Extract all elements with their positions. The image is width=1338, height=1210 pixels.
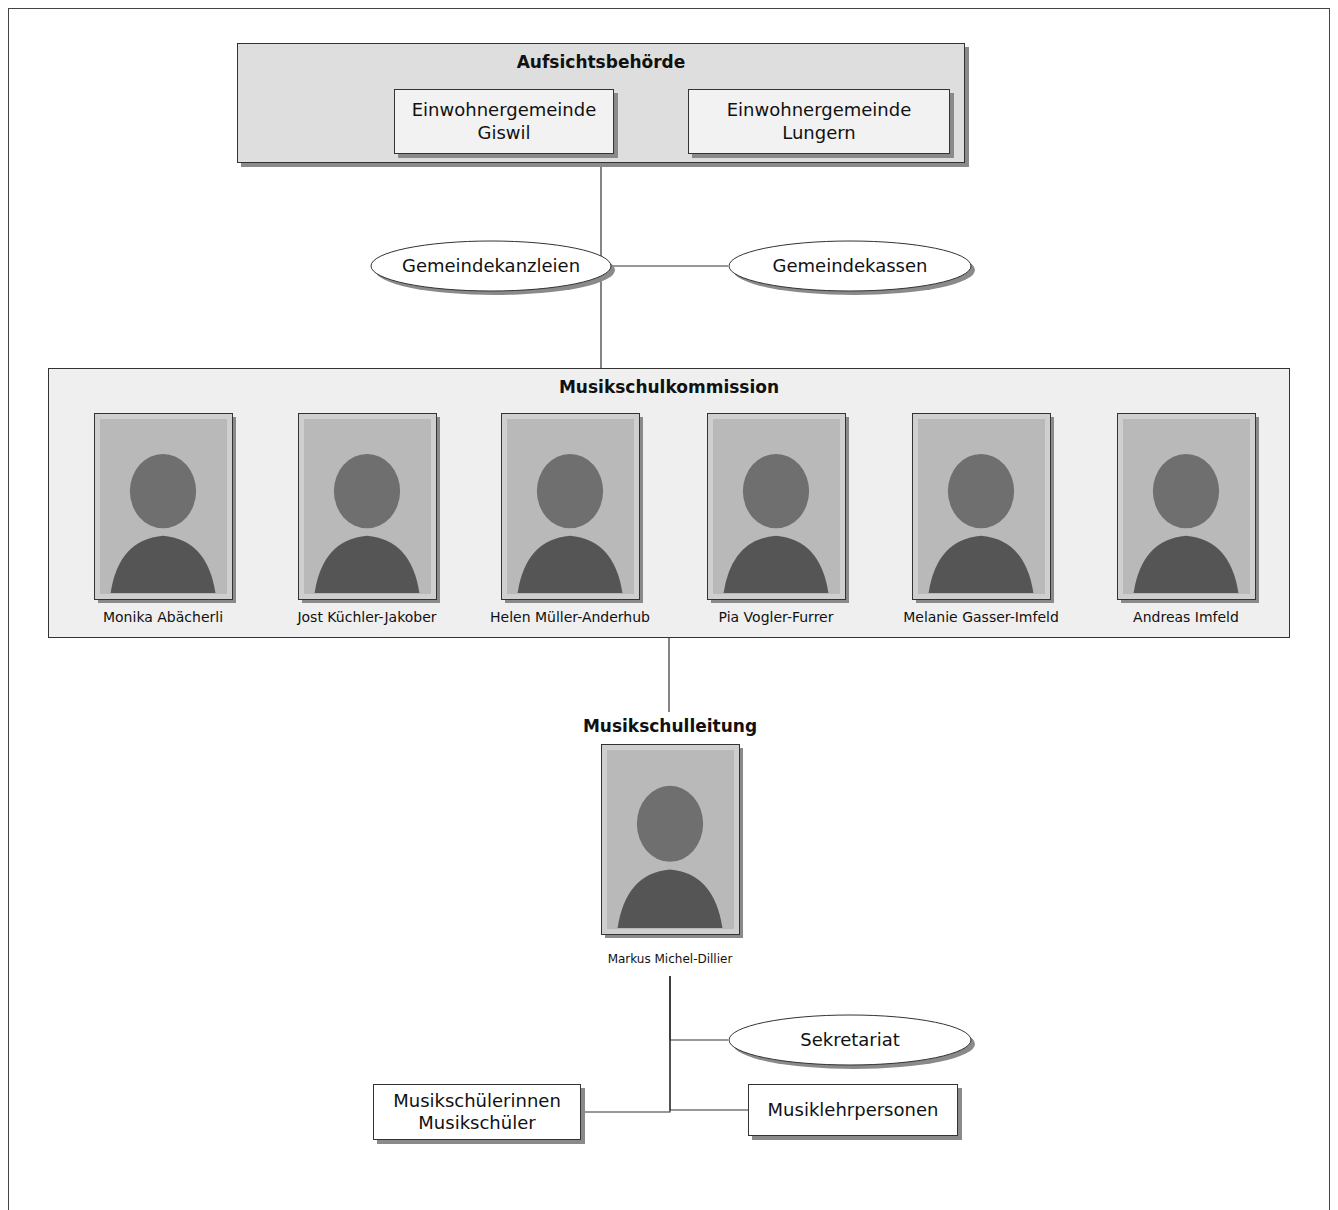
node-label: Sekretariat bbox=[790, 1029, 910, 1052]
node-label: Einwohnergemeinde Lungern bbox=[689, 99, 949, 144]
service-ellipse: Gemeindekanzleien bbox=[370, 240, 612, 292]
connector-line bbox=[670, 976, 728, 1040]
group-heading: Aufsichtsbehörde bbox=[238, 52, 964, 72]
group-heading: Musikschulkommission bbox=[49, 377, 1289, 397]
leader-card: MusikschulleitungMarkus Michel-Dillier bbox=[560, 712, 780, 976]
node-label: Gemeindekanzleien bbox=[392, 255, 590, 278]
member-card: Melanie Gasser-Imfeld bbox=[881, 411, 1081, 633]
connector-line bbox=[581, 976, 670, 1112]
member-card: Jost Küchler-Jakober bbox=[267, 411, 467, 633]
member-card: Helen Müller-Anderhub bbox=[470, 411, 670, 633]
entity-box: Musikschülerinnen Musikschüler bbox=[373, 1084, 581, 1140]
member-card: Pia Vogler-Furrer bbox=[676, 411, 876, 633]
node-label: Gemeindekassen bbox=[763, 255, 938, 278]
service-ellipse: Sekretariat bbox=[728, 1014, 972, 1066]
node-label: Musiklehrpersonen bbox=[758, 1099, 949, 1122]
portrait-photo bbox=[1117, 413, 1261, 605]
member-name: Jost Küchler-Jakober bbox=[267, 609, 467, 625]
leader-name: Markus Michel-Dillier bbox=[560, 952, 780, 966]
member-name: Helen Müller-Anderhub bbox=[470, 609, 670, 625]
page-border bbox=[9, 9, 1330, 1210]
connector-line bbox=[612, 265, 728, 266]
entity-box: Einwohnergemeinde Lungern bbox=[688, 89, 950, 154]
group-band: AufsichtsbehördeEinwohnergemeinde Giswil… bbox=[237, 43, 965, 163]
member-name: Andreas Imfeld bbox=[1086, 609, 1286, 625]
portrait-photo bbox=[501, 413, 645, 605]
entity-box: Einwohnergemeinde Giswil bbox=[394, 89, 614, 154]
node-label: Musikschülerinnen Musikschüler bbox=[374, 1090, 580, 1135]
portrait-photo bbox=[912, 413, 1056, 605]
member-card: Andreas Imfeld bbox=[1086, 411, 1286, 633]
section-heading: Musikschulleitung bbox=[560, 716, 780, 736]
connector-line bbox=[668, 638, 669, 712]
entity-box: Musiklehrpersonen bbox=[748, 1084, 958, 1136]
member-name: Pia Vogler-Furrer bbox=[676, 609, 876, 625]
member-name: Monika Abächerli bbox=[63, 609, 263, 625]
portrait-photo bbox=[298, 413, 442, 605]
node-label: Einwohnergemeinde Giswil bbox=[395, 99, 613, 144]
portrait-photo bbox=[601, 744, 745, 940]
group-band: MusikschulkommissionMonika AbächerliJost… bbox=[48, 368, 1290, 638]
portrait-photo bbox=[707, 413, 851, 605]
portrait-photo bbox=[94, 413, 238, 605]
member-card: Monika Abächerli bbox=[63, 411, 263, 633]
member-name: Melanie Gasser-Imfeld bbox=[881, 609, 1081, 625]
service-ellipse: Gemeindekassen bbox=[728, 240, 972, 292]
